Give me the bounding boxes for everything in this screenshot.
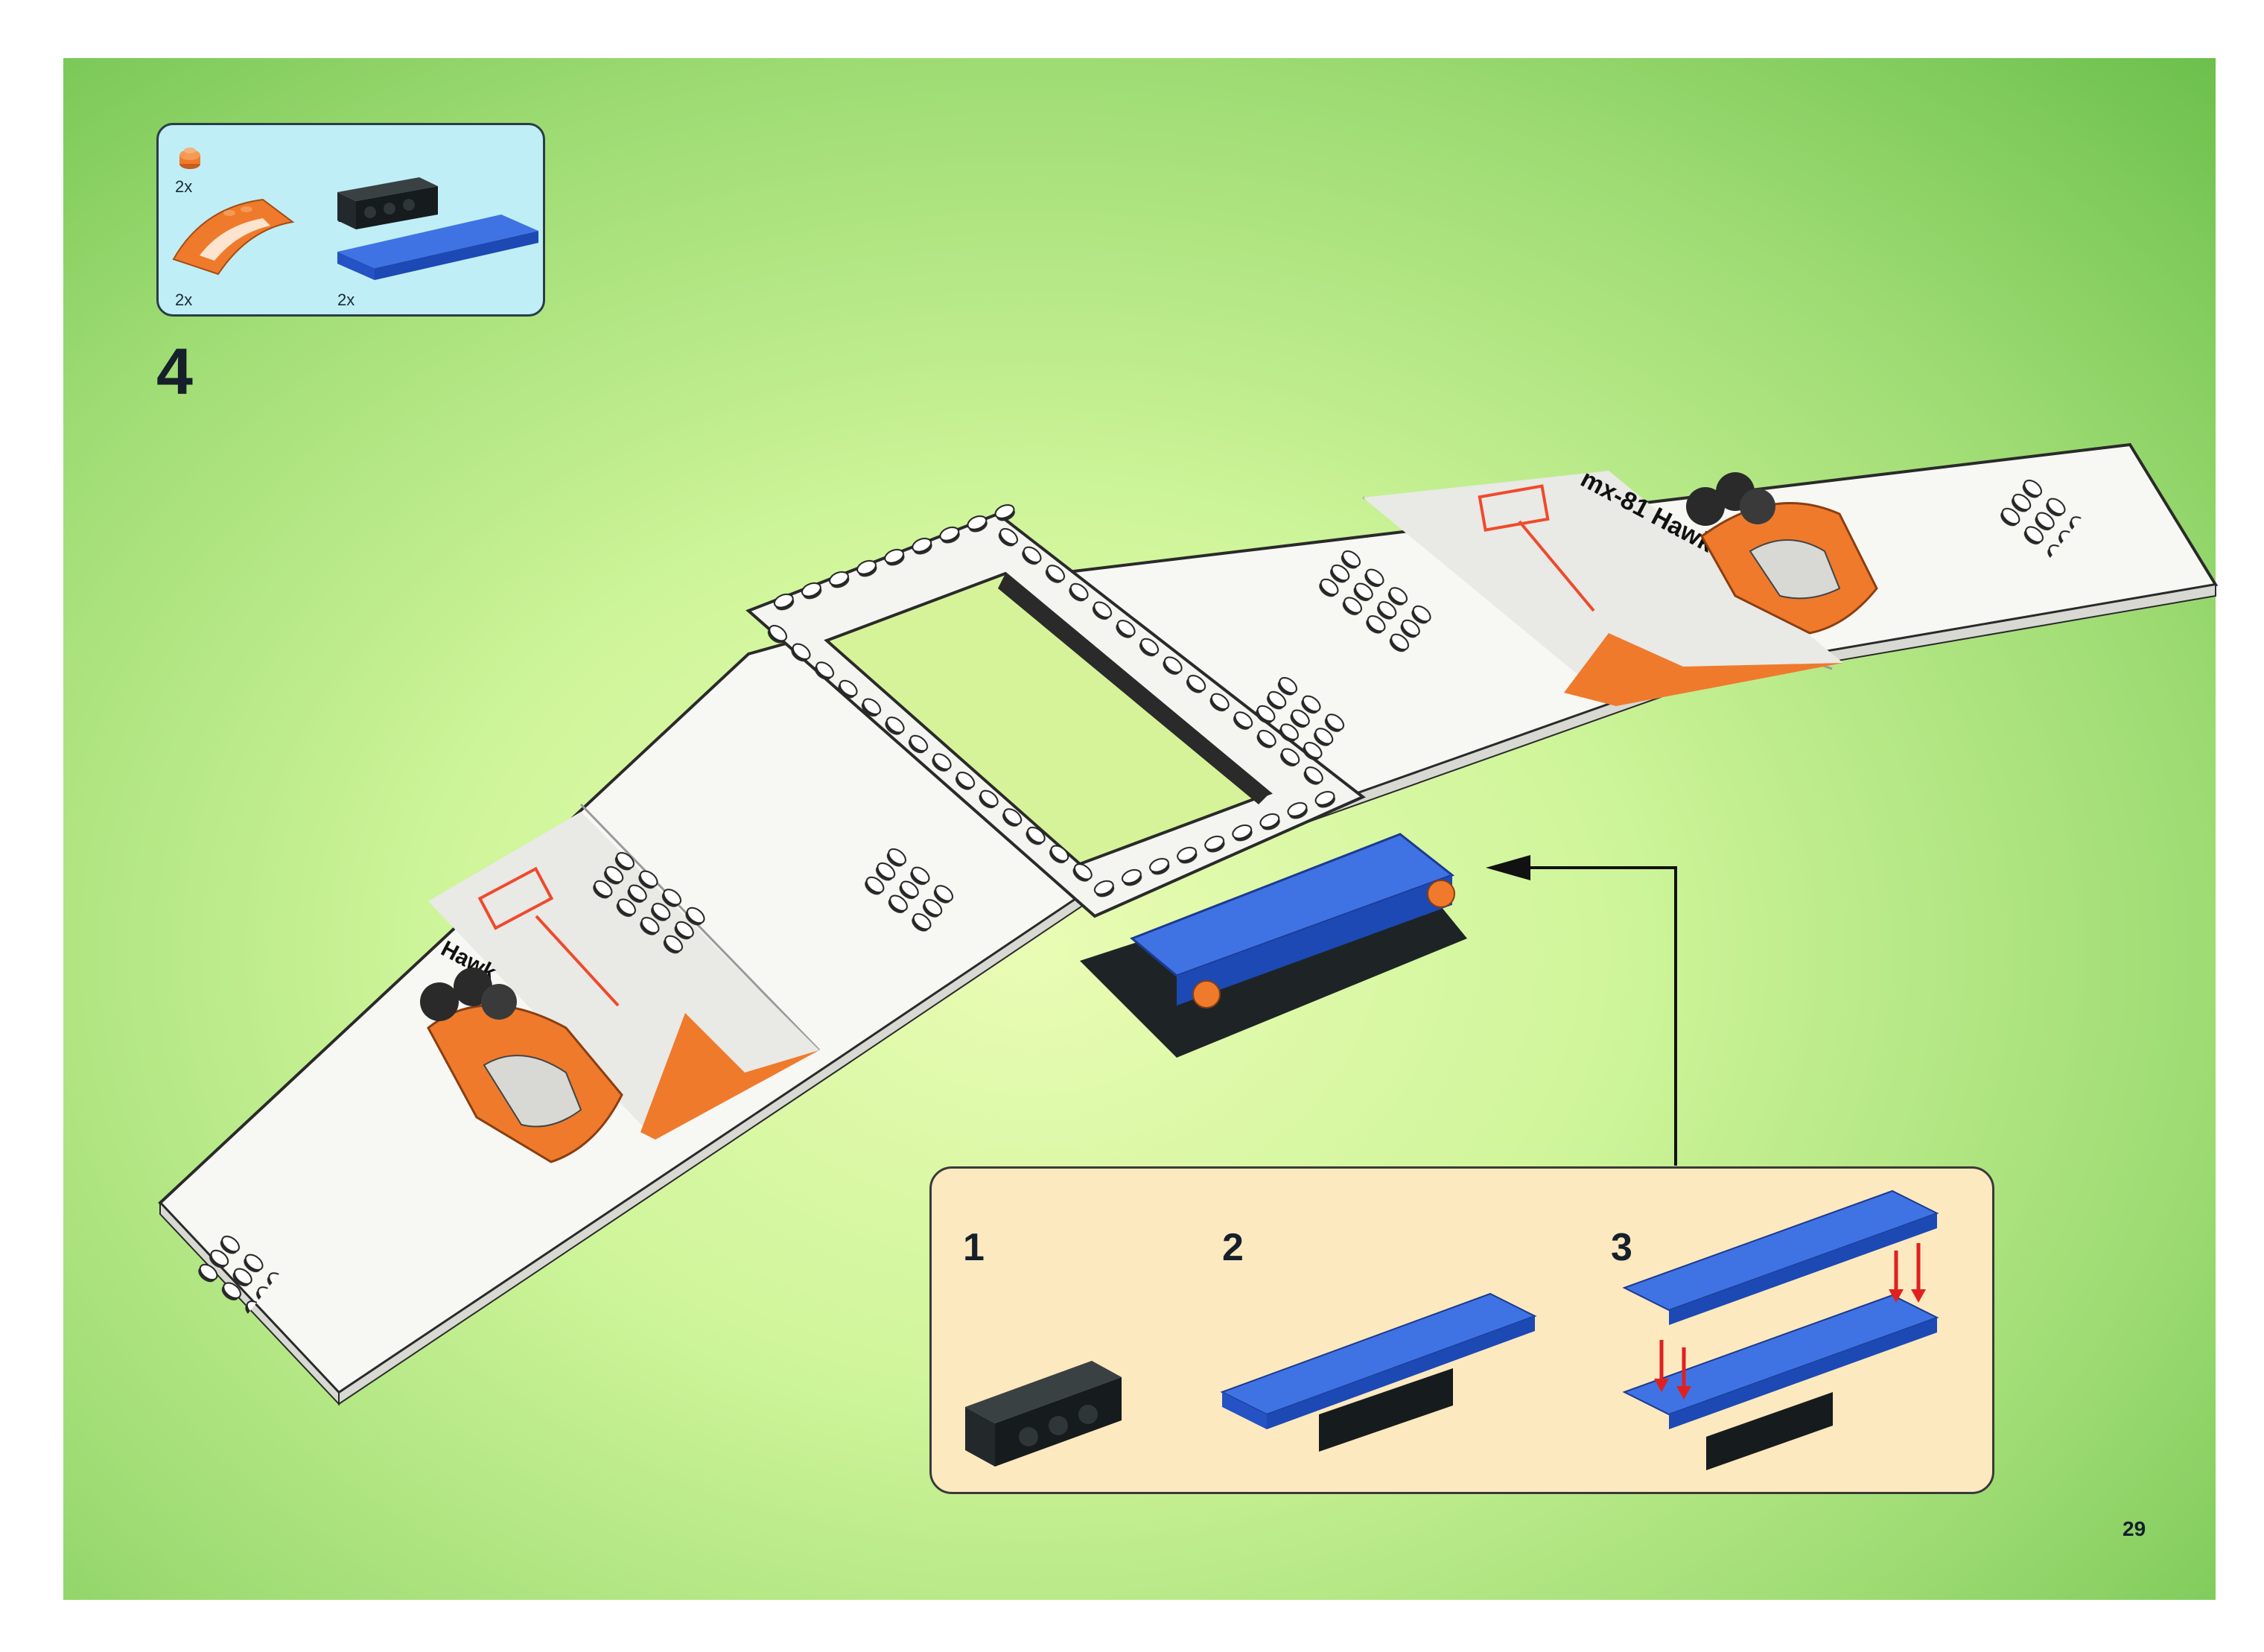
placement-arrow <box>1486 855 1676 1166</box>
sub-step-2-plate-on-brick <box>1222 1294 1535 1452</box>
sub-assembly-callout: 1 2 3 <box>929 1166 1994 1494</box>
sub-step-3-stacked-plates <box>1624 1191 1937 1470</box>
sub-assembly-illustrations <box>932 1169 1997 1496</box>
page-number: 29 <box>2122 1517 2146 1541</box>
sub-step-1-black-brick <box>965 1361 1122 1467</box>
